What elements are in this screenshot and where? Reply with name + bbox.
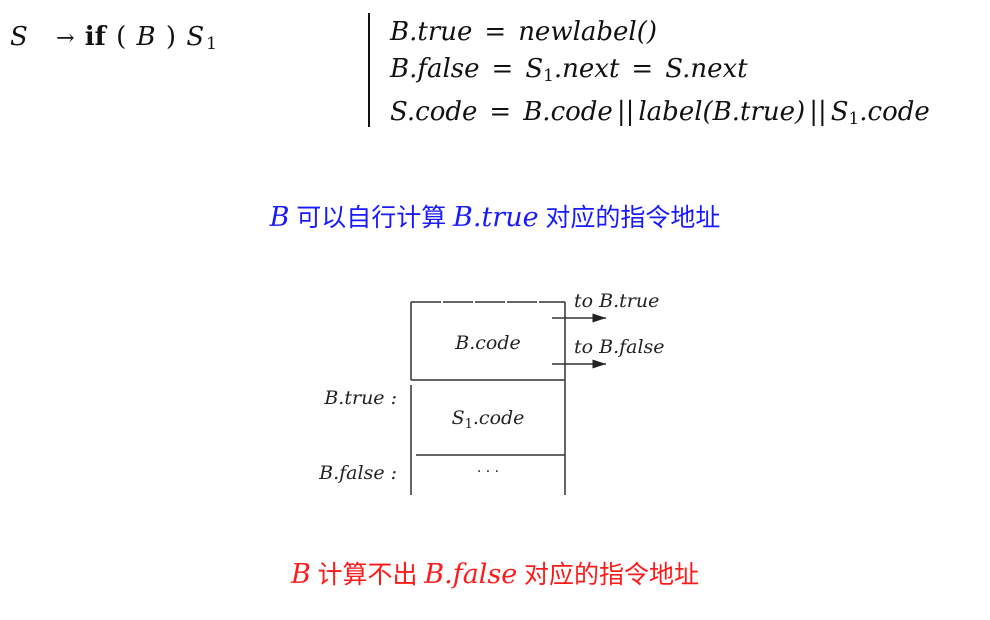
production-cond: B <box>136 22 156 52</box>
rule-s-code: S.code=B.code||label(B.true)||S1.code <box>390 97 930 129</box>
lparen: ( <box>116 22 127 52</box>
caption-top: B 可以自行计算 B.true 对应的指令地址 <box>269 202 721 233</box>
cell-b-code: B.code <box>454 332 521 354</box>
production-arrow: → <box>56 26 75 51</box>
label-b-false: B.false : <box>318 462 397 484</box>
label-b-true: B.true : <box>323 387 397 409</box>
arrow-label-true: to B.true <box>574 290 659 312</box>
caption-bottom: B 计算不出 B.false 对应的指令地址 <box>290 559 700 590</box>
cell-dots: · · · <box>477 464 499 480</box>
rules-divider <box>368 13 370 127</box>
semantic-rules: B.true=newlabel() B.false=S1.next=S.next… <box>390 14 930 137</box>
if-keyword: if <box>84 22 106 52</box>
rule-b-true: B.true=newlabel() <box>390 17 658 47</box>
production-lhs: S <box>10 22 28 52</box>
rule-b-false: B.false=S1.next=S.next <box>390 54 748 86</box>
cell-s1-code: S1.code <box>452 407 525 432</box>
rparen: ) <box>165 22 177 52</box>
arrow-label-false: to B.false <box>574 336 665 358</box>
